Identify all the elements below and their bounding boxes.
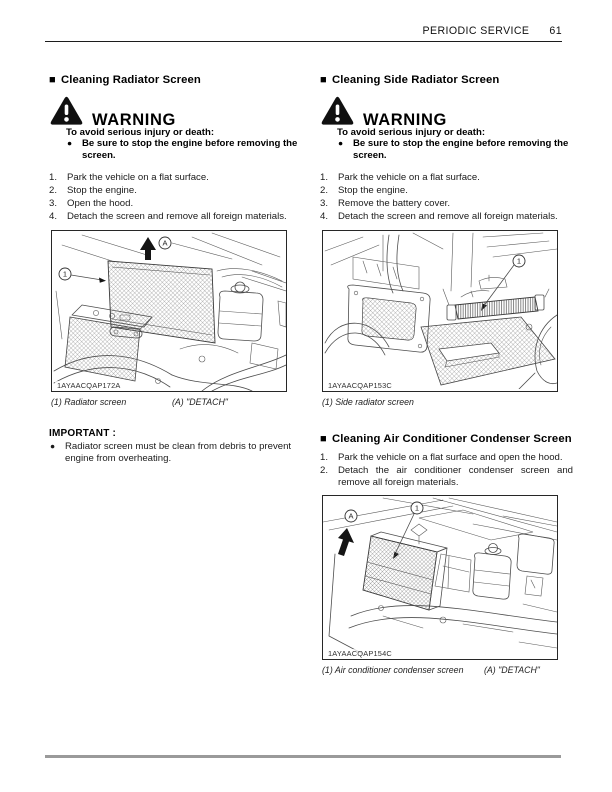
figure-label-item: 1 (63, 269, 67, 278)
step-text: Detach the air conditioner condenser scr… (338, 464, 573, 488)
step-number: 2. (320, 464, 329, 476)
step-text: Park the vehicle on a flat surface. (338, 171, 480, 183)
step-item: 3. Remove the battery cover. (320, 198, 573, 210)
figure-side-radiator-screen: 1 1AYAACQAP153C (322, 229, 558, 392)
figure-code: 1AYAACQAP153C (326, 380, 394, 390)
section-heading-text: Cleaning Air Conditioner Condenser Scree… (332, 433, 572, 446)
section-heading-side-radiator: ■ Cleaning Side Radiator Screen (320, 74, 573, 88)
step-number: 3. (49, 197, 58, 209)
figure-label-detach: A (348, 512, 353, 521)
step-item: 4. Detach the screen and remove all forei… (320, 211, 573, 223)
warning-intro: To avoid serious injury or death: (337, 126, 486, 138)
warning-title: WARNING (363, 110, 447, 129)
warning-bullet-text: Be sure to stop the engine before removi… (82, 138, 298, 161)
figure-label-item: 1 (415, 504, 419, 513)
step-text: Stop the engine. (67, 184, 137, 196)
step-item: 1. Park the vehicle on a flat surface and… (320, 452, 573, 464)
step-item: 2. Detach the air conditioner condenser s… (320, 465, 573, 488)
warning-header: WARNING (321, 96, 573, 129)
header-title: PERIODIC SERVICE (422, 25, 530, 37)
step-text: Park the vehicle on a flat surface. (67, 171, 209, 183)
warning-bullet-line: ● Be sure to stop the engine before remo… (66, 138, 302, 161)
side-radiator-steps: 1. Park the vehicle on a flat surface. 2.… (320, 172, 573, 223)
warning-bullet-text: Be sure to stop the engine before removi… (353, 138, 569, 161)
caption-detach: (A) "DETACH" (484, 665, 540, 676)
step-text: Park the vehicle on a flat surface and o… (338, 451, 563, 463)
figure-radiator-screen: A 1 (51, 229, 287, 392)
warning-body: To avoid serious injury or death: ● Be s… (337, 127, 573, 162)
step-number: 1. (320, 451, 329, 463)
figure-ac-condenser-screen: A 1 (322, 495, 558, 661)
warning-triangle-icon (50, 96, 83, 125)
footer-rule (45, 755, 561, 758)
radiator-screen-illustration: A 1 (53, 232, 286, 391)
step-text: Stop the engine. (338, 184, 408, 196)
right-column: ■ Cleaning Side Radiator Screen WARNING … (320, 74, 573, 677)
figure-label-item: 1 (517, 256, 521, 265)
caption-item: (1) Air conditioner condenser screen (322, 665, 464, 676)
square-bullet-icon: ■ (320, 434, 327, 444)
warning-triangle-icon (321, 96, 354, 125)
step-text: Detach the screen and remove all foreign… (67, 210, 287, 222)
page-number: 61 (549, 25, 562, 37)
step-number: 1. (49, 171, 58, 183)
step-item: 2. Stop the engine. (49, 185, 302, 197)
bullet-icon: ● (338, 137, 344, 148)
step-item: 2. Stop the engine. (320, 185, 573, 197)
step-text: Open the hood. (67, 197, 134, 209)
ac-condenser-illustration: A 1 (323, 497, 557, 655)
important-text: Radiator screen must be clean from debri… (65, 441, 292, 464)
section-heading-text: Cleaning Radiator Screen (61, 74, 201, 86)
radiator-steps: 1. Park the vehicle on a flat surface. 2.… (49, 172, 302, 223)
figure-label-detach: A (162, 238, 167, 247)
bullet-icon: ● (50, 440, 56, 451)
bullet-icon: ● (67, 137, 73, 148)
step-item: 1. Park the vehicle on a flat surface. (49, 172, 302, 184)
section-heading-ac-condenser: ■ Cleaning Air Conditioner Condenser Scr… (320, 433, 573, 447)
figure-caption-side-radiator: (1) Side radiator screen (322, 397, 573, 409)
step-number: 4. (49, 210, 58, 222)
step-number: 4. (320, 210, 329, 222)
step-item: 1. Park the vehicle on a flat surface. (320, 172, 573, 184)
important-label: IMPORTANT : (49, 428, 117, 440)
square-bullet-icon: ■ (320, 75, 327, 85)
section-heading-radiator: ■ Cleaning Radiator Screen (49, 74, 302, 88)
square-bullet-icon: ■ (49, 75, 56, 85)
step-number: 2. (49, 184, 58, 196)
ac-condenser-steps: 1. Park the vehicle on a flat surface and… (320, 452, 573, 489)
caption-item: (1) Side radiator screen (322, 396, 414, 407)
side-radiator-illustration: 1 (324, 232, 557, 389)
figure-caption-ac-condenser: (1) Air conditioner condenser screen (A)… (322, 665, 573, 677)
figure-caption-radiator: (1) Radiator screen (A) "DETACH" (51, 397, 302, 409)
important-note: IMPORTANT : ● Radiator screen must be cl… (49, 428, 302, 464)
step-number: 2. (320, 184, 329, 196)
warning-title: WARNING (92, 110, 176, 129)
header-rule (45, 41, 562, 43)
step-text: Remove the battery cover. (338, 197, 450, 209)
step-number: 3. (320, 197, 329, 209)
important-bullet-line: ● Radiator screen must be clean from deb… (49, 441, 302, 464)
left-column: ■ Cleaning Radiator Screen WARNING To av… (49, 74, 302, 464)
figure-code: 1AYAACQAP154C (326, 649, 394, 659)
figure-code: 1AYAACQAP172A (55, 380, 123, 390)
warning-bullet-line: ● Be sure to stop the engine before remo… (337, 138, 573, 161)
step-item: 4. Detach the screen and remove all forei… (49, 211, 302, 223)
warning-body: To avoid serious injury or death: ● Be s… (66, 127, 302, 162)
step-number: 1. (320, 171, 329, 183)
caption-item: (1) Radiator screen (51, 396, 127, 407)
section-heading-text: Cleaning Side Radiator Screen (332, 74, 500, 86)
step-item: 3. Open the hood. (49, 198, 302, 210)
page-header: PERIODIC SERVICE 61 (45, 25, 562, 37)
step-text: Detach the screen and remove all foreign… (338, 210, 558, 222)
warning-header: WARNING (50, 96, 302, 129)
caption-detach: (A) "DETACH" (172, 396, 228, 407)
warning-intro: To avoid serious injury or death: (66, 126, 215, 138)
